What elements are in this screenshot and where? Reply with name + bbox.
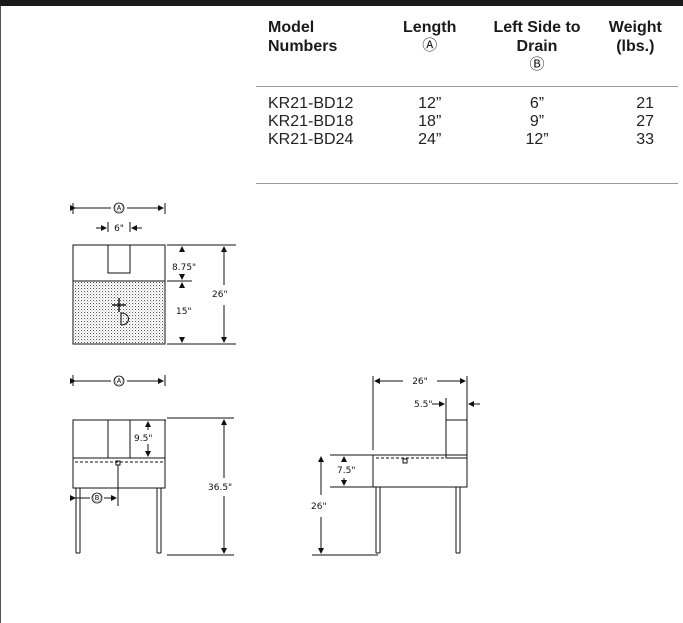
cell-model: KR21-BD12 bbox=[256, 86, 378, 113]
header-weight: Weight (lbs.) bbox=[593, 18, 678, 87]
header-model-numbers: Model Numbers bbox=[256, 18, 378, 87]
cell-drain: 12” bbox=[525, 131, 549, 148]
dim-a-label: Ⓐ bbox=[114, 203, 123, 214]
cell-weight: 21 bbox=[592, 86, 678, 113]
marker-a-label: Ⓐ bbox=[422, 37, 438, 54]
top-rule bbox=[0, 0, 683, 6]
cell-length: 24” bbox=[418, 131, 442, 148]
table-row: KR21-BD24 24” 12” 33 bbox=[256, 131, 678, 155]
dim-a-label: Ⓐ bbox=[114, 376, 123, 387]
front-view-labels: Ⓐ 9.5" Ⓑ 36.5" bbox=[91, 375, 232, 504]
dim-b-label: Ⓑ bbox=[92, 493, 101, 504]
header-label: Weight (lbs.) bbox=[608, 19, 662, 55]
top-view-labels: Ⓐ 6" 8.75" 15" 26" bbox=[113, 202, 228, 317]
dim-6-label: 6" bbox=[114, 224, 124, 234]
table-bottom-rule bbox=[256, 183, 678, 184]
top-view-drawing bbox=[70, 203, 236, 345]
cell-length: 12” bbox=[378, 86, 482, 113]
dim-5-5-label: 5.5" bbox=[414, 400, 432, 410]
side-view-labels: 26" 5.5" 7.5" 26" bbox=[311, 377, 432, 512]
header-label: Model Numbers bbox=[268, 19, 338, 55]
dim-9-5-label: 9.5" bbox=[134, 434, 152, 444]
table-row: KR21-BD18 18” 9” 27 bbox=[256, 113, 678, 131]
dim-15-label: 15" bbox=[176, 307, 192, 317]
cell-model: KR21-BD18 bbox=[268, 113, 354, 130]
dim-26-label: 26" bbox=[212, 290, 228, 300]
marker-a-icon bbox=[113, 375, 125, 387]
cell-drain: 6” bbox=[481, 86, 593, 113]
cell-model: KR21-BD24 bbox=[268, 131, 354, 148]
cell-weight: 27 bbox=[636, 113, 654, 130]
marker-b-label: Ⓑ bbox=[529, 56, 545, 73]
side-view-drawing bbox=[312, 376, 480, 556]
dim-36-5-label: 36.5" bbox=[208, 483, 232, 493]
marker-b-icon bbox=[91, 492, 103, 504]
cell-drain: 9” bbox=[529, 113, 545, 130]
header-label: Left Side to Drain bbox=[493, 19, 581, 55]
cell-length: 18” bbox=[418, 113, 442, 130]
dim-26-label: 26" bbox=[311, 502, 327, 512]
spec-table: Model Numbers Length Ⓐ Left Side to Drai… bbox=[256, 18, 678, 155]
dim-26-label: 26" bbox=[412, 377, 428, 387]
left-rule bbox=[0, 6, 1, 623]
dim-8-75-label: 8.75" bbox=[172, 263, 196, 273]
header-label: Length bbox=[403, 19, 457, 36]
front-view-drawing bbox=[70, 375, 234, 556]
header-length: Length Ⓐ bbox=[378, 18, 481, 87]
spec-table-header-row: Model Numbers Length Ⓐ Left Side to Drai… bbox=[256, 18, 678, 87]
marker-a-icon bbox=[113, 202, 125, 214]
cell-weight: 33 bbox=[636, 131, 654, 148]
table-row: KR21-BD12 12” 6” 21 bbox=[256, 86, 678, 113]
header-left-side-to-drain: Left Side to Drain Ⓑ bbox=[481, 18, 592, 87]
dim-7-5-label: 7.5" bbox=[337, 466, 355, 476]
